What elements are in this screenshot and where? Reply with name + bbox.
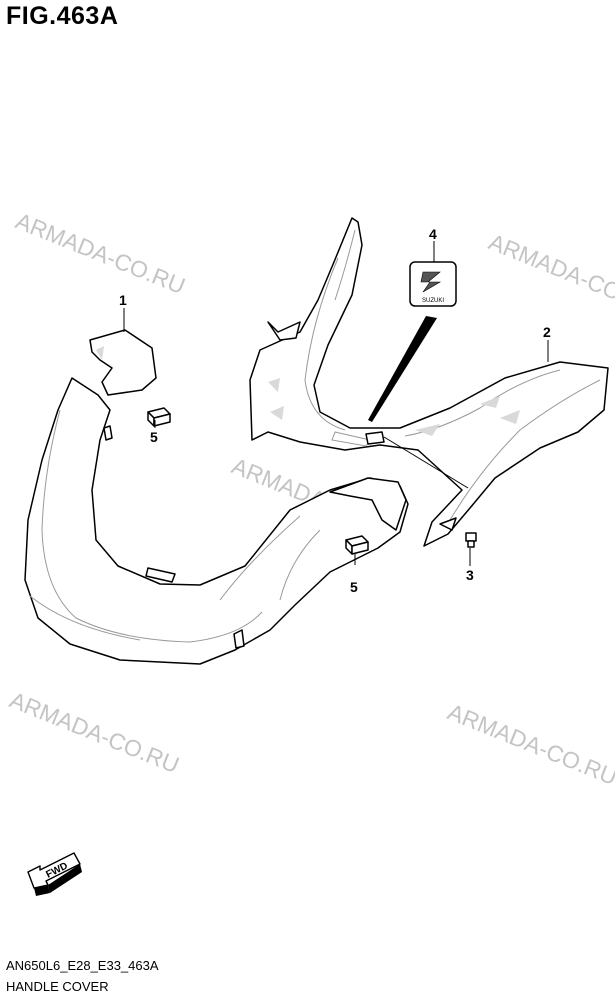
suzuki-emblem-icon — [420, 271, 442, 293]
callout-1: 1 — [119, 292, 127, 308]
callout-5a: 5 — [150, 429, 158, 445]
figure-code: AN650L6_E28_E33_463A — [6, 958, 159, 973]
watermark-4: ARMADA-CO.RU — [6, 687, 183, 779]
callout-5b: 5 — [350, 579, 358, 595]
cushion-part-b — [345, 535, 369, 555]
assembly-arrow — [368, 316, 437, 422]
emblem-part: SUZUKI — [409, 261, 457, 307]
leader-lines — [123, 241, 549, 566]
callout-4: 4 — [429, 226, 437, 242]
callout-numbers: 1 2 3 4 5 5 — [119, 226, 551, 595]
fwd-arrow-icon: FWD — [27, 852, 82, 896]
front-handle-cover — [24, 329, 409, 665]
watermark-2: ARMADA-CO.RU — [485, 229, 615, 321]
watermarks: ARMADA-CO.RU ARMADA-CO.RU ARMADA-CO.RU A… — [6, 208, 615, 791]
screw-part — [465, 532, 477, 548]
callout-2: 2 — [543, 324, 551, 340]
cushion-part-a — [147, 407, 171, 427]
figure-name: HANDLE COVER — [6, 979, 109, 994]
watermark-1: ARMADA-CO.RU — [12, 208, 189, 300]
rear-handle-cover — [249, 217, 609, 547]
watermark-5: ARMADA-CO.RU — [444, 699, 615, 791]
figure-title: FIG.463A — [6, 2, 119, 30]
emblem-lettering: SUZUKI — [422, 298, 444, 304]
callout-3: 3 — [466, 567, 474, 583]
